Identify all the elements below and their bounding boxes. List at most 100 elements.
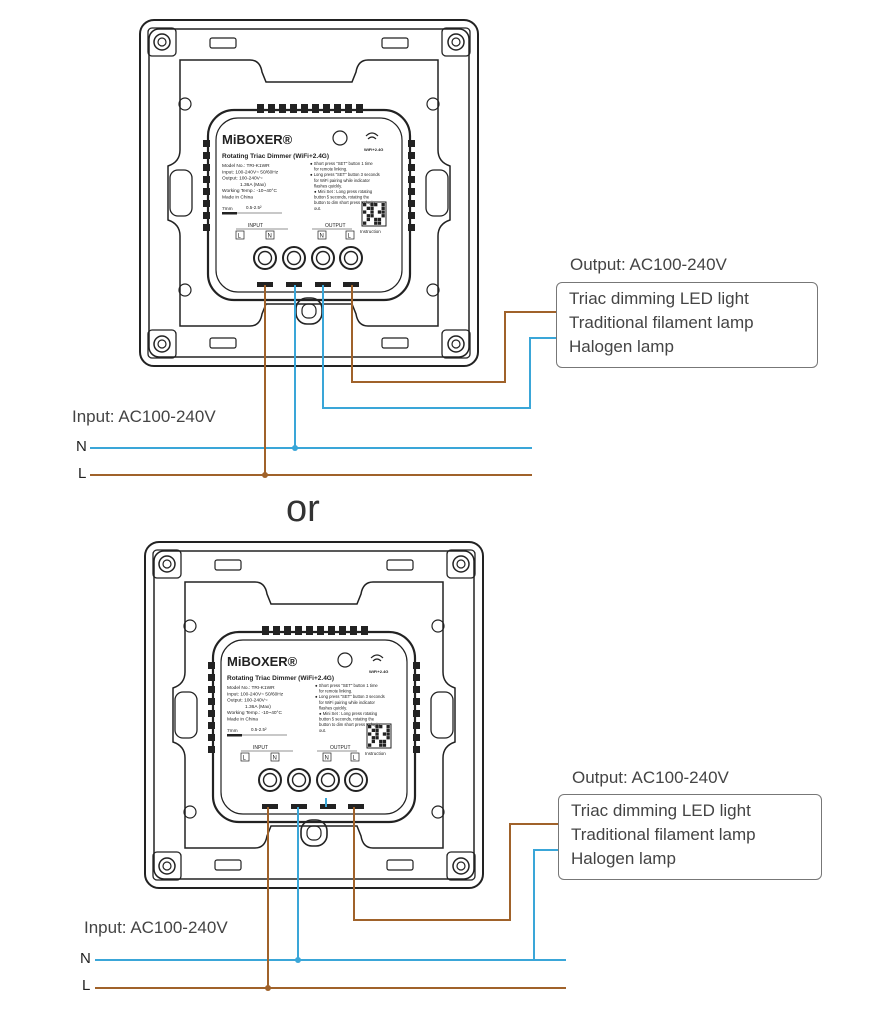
- screw-icon: [158, 857, 176, 875]
- output-n-wire: [322, 285, 556, 409]
- side-slot: [425, 169, 449, 217]
- side-pin: [203, 224, 210, 231]
- terminal-marker: [345, 230, 355, 240]
- qr-dot: [381, 203, 385, 207]
- screw-mount: [152, 851, 182, 881]
- output-voltage-label: Output: AC100-240V: [570, 255, 727, 274]
- side-pin: [208, 710, 215, 717]
- side-pin: [408, 152, 415, 159]
- instruction-line: ● Long press "SET" button 3 seconds: [310, 172, 380, 177]
- tab: [214, 559, 242, 571]
- inner-plate-border: [148, 28, 470, 358]
- screw-hole: [157, 339, 167, 349]
- terminal-marker: [240, 752, 250, 762]
- terminal-screw: [315, 250, 331, 266]
- qr-dot: [381, 214, 385, 218]
- load-item: Triac dimming LED light: [569, 289, 749, 308]
- qr-dot: [377, 221, 382, 225]
- mount-hole: [178, 97, 192, 111]
- qr-dot: [366, 206, 370, 210]
- screw-mount: [441, 27, 471, 57]
- qr-dot: [366, 214, 370, 218]
- spec-line: Made in China: [227, 717, 258, 723]
- side-pin: [408, 164, 415, 171]
- terminal-socket: [287, 768, 311, 792]
- side-pin: [203, 212, 210, 219]
- top-pin: [295, 626, 302, 635]
- instruction-line: button 5 seconds, rotating the: [314, 195, 370, 200]
- wires: [90, 285, 556, 478]
- terminal-socket: [344, 768, 368, 792]
- screw-hole: [451, 339, 461, 349]
- instruction-line: out.: [319, 728, 326, 733]
- instruction-line: for remote linking.: [314, 167, 347, 172]
- top-pin: [268, 104, 275, 113]
- side-pin: [413, 710, 420, 717]
- screw-mount: [152, 549, 182, 579]
- side-pin: [408, 140, 415, 147]
- load-item: Triac dimming LED light: [571, 801, 751, 820]
- l-junction: [265, 985, 271, 991]
- mount-hole: [431, 805, 445, 819]
- screw-hole: [162, 861, 172, 871]
- load-list-box: Triac dimming LED light Traditional fila…: [558, 794, 822, 880]
- side-pin: [203, 152, 210, 159]
- qr-dot: [374, 221, 378, 225]
- neutral-label: N: [76, 438, 87, 455]
- frame-contour: [167, 59, 451, 327]
- side-pin: [208, 722, 215, 729]
- tab: [386, 859, 414, 871]
- terminal-letter: L: [348, 234, 352, 240]
- wifi-icon: [365, 132, 379, 140]
- wire-entry: [320, 804, 336, 809]
- terminal-socket: [339, 246, 363, 270]
- screw-hole: [456, 861, 466, 871]
- side-pin: [208, 674, 215, 681]
- terminal-letter: N: [273, 756, 277, 762]
- side-pin: [203, 176, 210, 183]
- screw-icon: [452, 555, 470, 573]
- terminal-letter: N: [268, 234, 272, 240]
- spec-line: Made in China: [222, 195, 253, 201]
- qr-dot: [370, 203, 374, 207]
- qr-dot: [375, 728, 379, 732]
- output-l-wire: [351, 285, 556, 383]
- terminal-screw: [348, 772, 364, 788]
- bottom-clip: [300, 819, 328, 847]
- instruction-line: out.: [314, 206, 321, 211]
- qr-border: [366, 723, 392, 749]
- side-pin: [203, 188, 210, 195]
- terminal-screw: [257, 250, 273, 266]
- side-pin: [408, 224, 415, 231]
- top-pin: [345, 104, 352, 113]
- qr-dot: [379, 725, 383, 729]
- side-pin: [208, 734, 215, 741]
- instruction-line: button to dim short press to login: [319, 722, 380, 727]
- load-list-box: Triac dimming LED light Traditional fila…: [556, 282, 818, 368]
- qr-border: [361, 201, 387, 227]
- qr-code-icon: [366, 723, 392, 749]
- side-pin: [413, 674, 420, 681]
- top-pin: [284, 626, 291, 635]
- qr-dot: [363, 221, 367, 225]
- screw-mount: [147, 27, 177, 57]
- qr-dot: [377, 210, 382, 214]
- qr-dot: [382, 732, 387, 736]
- terminal-screw: [286, 250, 302, 266]
- top-pin: [262, 626, 269, 635]
- load-item: Traditional filament lamp: [569, 313, 754, 332]
- l-junction: [262, 472, 268, 478]
- qr-code-icon: [361, 201, 387, 227]
- terminal-marker: [270, 752, 280, 762]
- wire-gauge: 0.5-2.5²: [246, 205, 262, 210]
- qr-dot: [386, 728, 390, 732]
- mount-hole: [431, 619, 445, 633]
- remote-icon: [332, 130, 348, 146]
- instruction-label: Instruction: [365, 751, 386, 756]
- side-pin: [413, 686, 420, 693]
- instruction-line: ● Mini Set : Long press rotating: [314, 189, 373, 194]
- qr-dot: [379, 743, 383, 747]
